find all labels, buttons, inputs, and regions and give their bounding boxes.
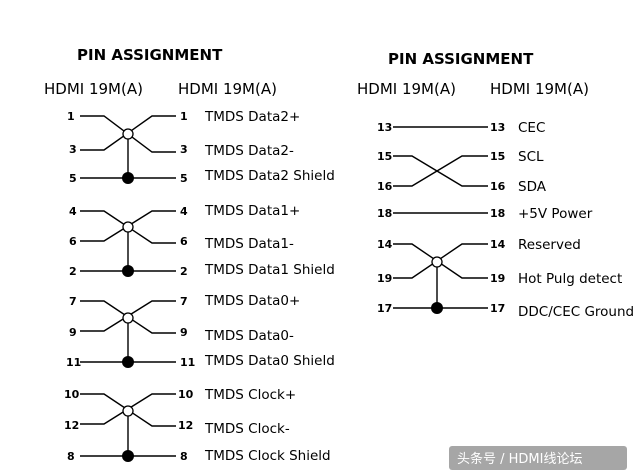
wire-pair bbox=[393, 155, 488, 187]
pin-right: 4 bbox=[180, 205, 188, 218]
pin-left: 10 bbox=[64, 388, 80, 401]
watermark-text: 头条号 / HDMI线论坛 bbox=[457, 451, 582, 467]
pin-left: 19 bbox=[377, 272, 392, 285]
signal-label: TMDS Data1- bbox=[204, 236, 294, 252]
pin-right: 9 bbox=[180, 326, 188, 339]
pin-left: 13 bbox=[377, 121, 392, 134]
watermark: 头条号 / HDMI线论坛 bbox=[449, 446, 627, 470]
signal-label: TMDS Data2+ bbox=[204, 109, 300, 125]
shield-junction-dot bbox=[431, 302, 443, 314]
pin-left: 7 bbox=[69, 295, 77, 308]
signal-label: TMDS Data1 Shield bbox=[204, 262, 335, 278]
shield-junction-dot bbox=[122, 172, 134, 184]
pin-left: 16 bbox=[377, 180, 393, 193]
pin-right: 2 bbox=[180, 265, 188, 278]
pin-left: 6 bbox=[69, 235, 77, 248]
left-group-clock: 10 10 TMDS Clock+ 12 12 TMDS Clock- 8 8 … bbox=[64, 387, 331, 464]
signal-label: Reserved bbox=[518, 237, 581, 253]
pin-left: 5 bbox=[69, 172, 77, 185]
signal-label: DDC/CEC Ground bbox=[518, 304, 634, 320]
pin-right: 7 bbox=[180, 295, 188, 308]
shield-junction-dot bbox=[122, 356, 134, 368]
signal-label: TMDS Data2 Shield bbox=[204, 168, 335, 184]
pin-left: 9 bbox=[69, 326, 77, 339]
pin-left: 1 bbox=[67, 110, 75, 123]
left-group-data0: 7 7 TMDS Data0+ 9 9 TMDS Data0- 11 11 TM… bbox=[66, 293, 335, 369]
left-group-data2: 1 1 TMDS Data2+ 3 3 TMDS Data2- 5 5 TMDS… bbox=[67, 109, 335, 185]
right-panel-title: PIN ASSIGNMENT bbox=[388, 50, 534, 68]
signal-label: TMDS Data0- bbox=[204, 328, 294, 344]
shield-ring-icon bbox=[431, 256, 443, 268]
pin-right: 11 bbox=[180, 356, 195, 369]
pin-right: 17 bbox=[490, 302, 505, 315]
pin-left: 12 bbox=[64, 419, 79, 432]
pin-right: 8 bbox=[180, 450, 188, 463]
right-panel-connector-right: HDMI 19M(A) bbox=[490, 80, 589, 98]
pin-right: 18 bbox=[490, 207, 505, 220]
pin-right: 13 bbox=[490, 121, 505, 134]
shield-ring-icon bbox=[122, 312, 134, 324]
watermark-backdrop bbox=[449, 446, 627, 470]
right-group-power: 18 18 +5V Power bbox=[377, 206, 593, 222]
signal-label: TMDS Clock+ bbox=[204, 387, 296, 403]
right-group-cec: 13 13 CEC bbox=[377, 120, 545, 136]
signal-label: SDA bbox=[518, 179, 547, 195]
pin-left: 4 bbox=[69, 205, 77, 218]
left-panel-connector-right: HDMI 19M(A) bbox=[178, 80, 277, 98]
shield-junction-dot bbox=[122, 265, 134, 277]
pin-left: 11 bbox=[66, 356, 81, 369]
signal-label: TMDS Data2- bbox=[204, 143, 294, 159]
signal-label: SCL bbox=[518, 149, 544, 165]
pin-right: 14 bbox=[490, 238, 506, 251]
pin-right: 19 bbox=[490, 272, 505, 285]
left-panel-title: PIN ASSIGNMENT bbox=[77, 46, 223, 64]
pin-right: 15 bbox=[490, 150, 505, 163]
pin-right: 5 bbox=[180, 172, 188, 185]
pin-right: 6 bbox=[180, 235, 188, 248]
pin-left: 18 bbox=[377, 207, 392, 220]
pin-right: 10 bbox=[178, 388, 194, 401]
left-panel-connector-left: HDMI 19M(A) bbox=[44, 80, 143, 98]
pin-right: 3 bbox=[180, 143, 188, 156]
signal-label: CEC bbox=[518, 120, 545, 136]
shield-junction-dot bbox=[122, 450, 134, 462]
pin-left: 2 bbox=[69, 265, 77, 278]
right-group-ddc: 15 15 SCL 16 16 SDA bbox=[377, 149, 547, 195]
signal-label: TMDS Data0+ bbox=[204, 293, 300, 309]
shield-ring-icon bbox=[122, 128, 134, 140]
pin-left: 17 bbox=[377, 302, 392, 315]
pin-right: 12 bbox=[178, 419, 193, 432]
signal-label: Hot Pulg detect bbox=[518, 271, 622, 287]
pin-right: 16 bbox=[490, 180, 506, 193]
shield-ring-icon bbox=[122, 221, 134, 233]
signal-label: TMDS Clock Shield bbox=[204, 448, 331, 464]
right-group-hpd: 14 14 Reserved 19 19 Hot Pulg detect 17 … bbox=[377, 237, 634, 320]
pin-left: 3 bbox=[69, 143, 77, 156]
right-panel-connector-left: HDMI 19M(A) bbox=[357, 80, 456, 98]
pin-right: 1 bbox=[180, 110, 188, 123]
signal-label: +5V Power bbox=[518, 206, 593, 222]
pin-left: 15 bbox=[377, 150, 392, 163]
signal-label: TMDS Clock- bbox=[204, 421, 290, 437]
pin-left: 8 bbox=[67, 450, 75, 463]
signal-label: TMDS Data0 Shield bbox=[204, 353, 335, 369]
pin-left: 14 bbox=[377, 238, 393, 251]
left-group-data1: 4 4 TMDS Data1+ 6 6 TMDS Data1- 2 2 TMDS… bbox=[69, 203, 335, 278]
signal-label: TMDS Data1+ bbox=[204, 203, 300, 219]
shield-ring-icon bbox=[122, 405, 134, 417]
